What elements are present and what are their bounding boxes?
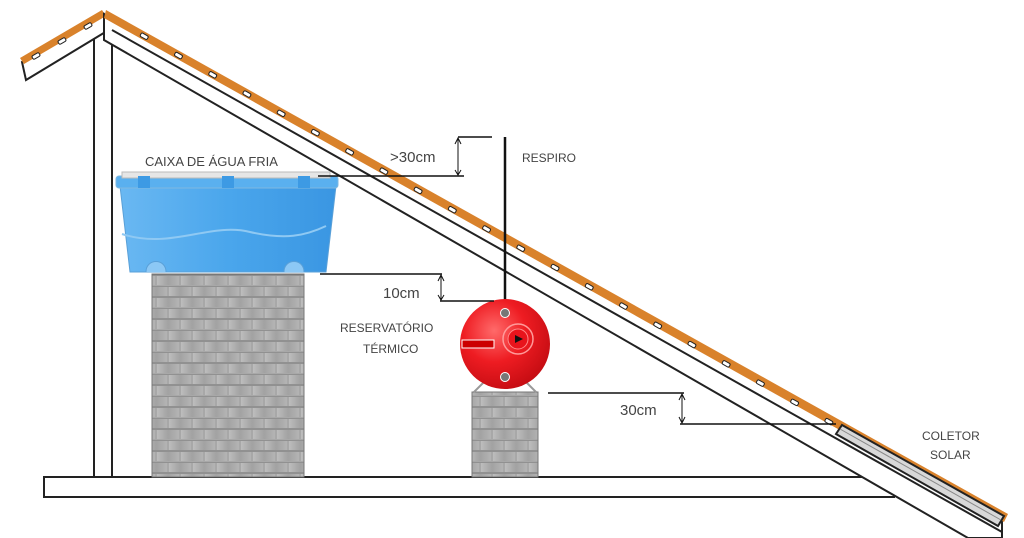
roof-clip <box>379 167 389 175</box>
solar-collector-label-line1: COLETOR <box>922 429 980 443</box>
reservoir-bottom-fitting <box>500 372 510 382</box>
roof-clip <box>550 263 560 272</box>
roof-clip <box>755 379 765 387</box>
roof-clip <box>721 360 731 368</box>
thermal-reservoir-label-line2: TÉRMICO <box>363 341 418 356</box>
roof-clip <box>345 148 355 156</box>
roof-left-eave <box>20 10 114 82</box>
roof-clip <box>790 398 800 407</box>
reservoir-brick-pillar <box>471 391 539 478</box>
thermal-reservoir-label-line1: RESERVATÓRIO <box>340 320 433 335</box>
tank-brick-pillar <box>151 273 305 478</box>
reservoir-valve-icon <box>515 335 523 343</box>
dimension-tank-above-reservoir <box>320 273 494 302</box>
roof-clip <box>208 71 218 79</box>
cold-water-tank-label: CAIXA DE ÁGUA FRIA <box>145 154 278 169</box>
roof-clip <box>57 37 67 45</box>
roof-clip <box>83 22 93 30</box>
floor-slab <box>43 476 895 498</box>
roof-clip <box>139 32 149 40</box>
vent-label: RESPIRO <box>522 151 576 165</box>
roof-clip <box>447 206 457 214</box>
roof-clip <box>31 52 41 60</box>
roof-clip <box>242 90 252 98</box>
reservoir-brand-plate <box>461 339 495 349</box>
roof-clip <box>310 128 320 137</box>
roof-clip <box>619 302 628 310</box>
dimension-label-tank: 10cm <box>383 285 420 302</box>
roof-clip <box>174 51 183 60</box>
dimension-label-collector: 30cm <box>620 402 657 419</box>
roof-clip <box>413 186 423 195</box>
cold-water-tank <box>115 171 339 273</box>
roof-clip <box>653 321 663 329</box>
roof-clip <box>687 340 697 349</box>
roof-clip <box>584 283 594 291</box>
roof-clip <box>482 225 491 233</box>
dimension-label-vent: >30cm <box>390 149 435 166</box>
dimension-vent-above-tank <box>318 136 492 177</box>
thermal-reservoir <box>460 299 550 389</box>
roof-clip <box>516 244 526 252</box>
roof-clip <box>276 109 286 118</box>
dimension-reservoir-below-collector <box>548 392 836 425</box>
reservoir-top-fitting <box>500 308 510 318</box>
roof-post <box>93 38 113 477</box>
solar-collector-label-line2: SOLAR <box>930 448 971 462</box>
solar-collector <box>834 423 1006 528</box>
